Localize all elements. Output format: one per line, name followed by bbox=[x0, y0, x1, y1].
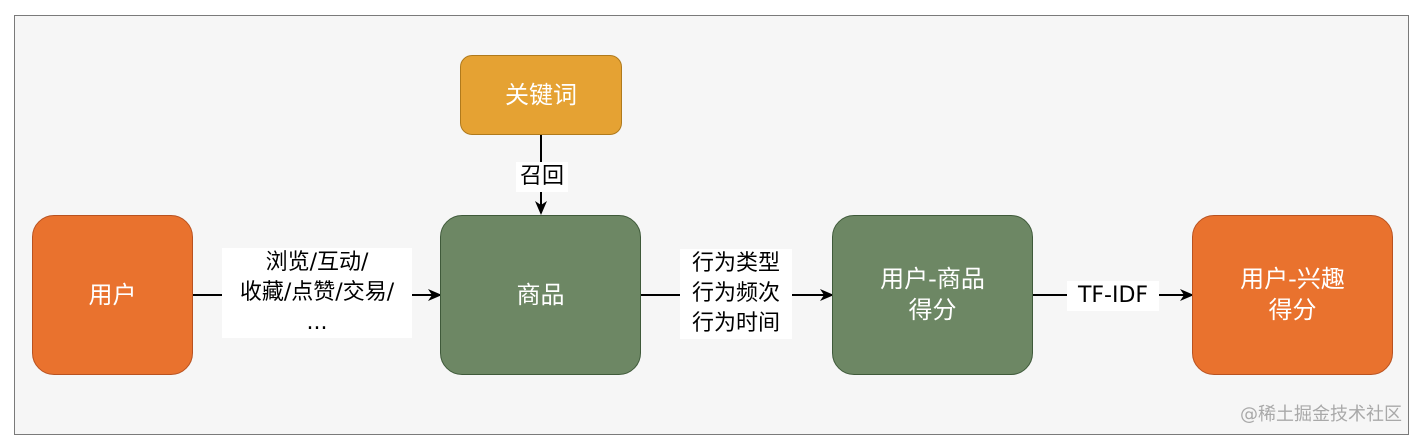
node-user-interest-score: 用户-兴趣 得分 bbox=[1192, 215, 1393, 375]
node-keyword-label: 关键词 bbox=[505, 80, 577, 109]
node-user: 用户 bbox=[32, 215, 193, 375]
node-keyword: 关键词 bbox=[460, 55, 622, 135]
watermark: @稀土掘金技术社区 bbox=[1240, 404, 1402, 425]
node-user-product-score: 用户-商品 得分 bbox=[832, 215, 1033, 375]
edge-label-user-actions: 浏览/互动/ 收藏/点赞/交易/ ... bbox=[222, 248, 412, 338]
node-product-label: 商品 bbox=[516, 280, 565, 309]
edge-label-tfidf: TF-IDF bbox=[1067, 281, 1159, 311]
node-product: 商品 bbox=[440, 215, 641, 375]
diagram-frame bbox=[14, 15, 1409, 435]
node-user-label: 用户 bbox=[88, 280, 137, 309]
node-user-product-score-label: 用户-商品 得分 bbox=[880, 265, 985, 324]
edge-label-behavior-features: 行为类型 行为频次 行为时间 bbox=[680, 249, 792, 339]
edge-label-recall: 召回 bbox=[516, 162, 568, 192]
node-user-interest-score-label: 用户-兴趣 得分 bbox=[1240, 265, 1345, 324]
